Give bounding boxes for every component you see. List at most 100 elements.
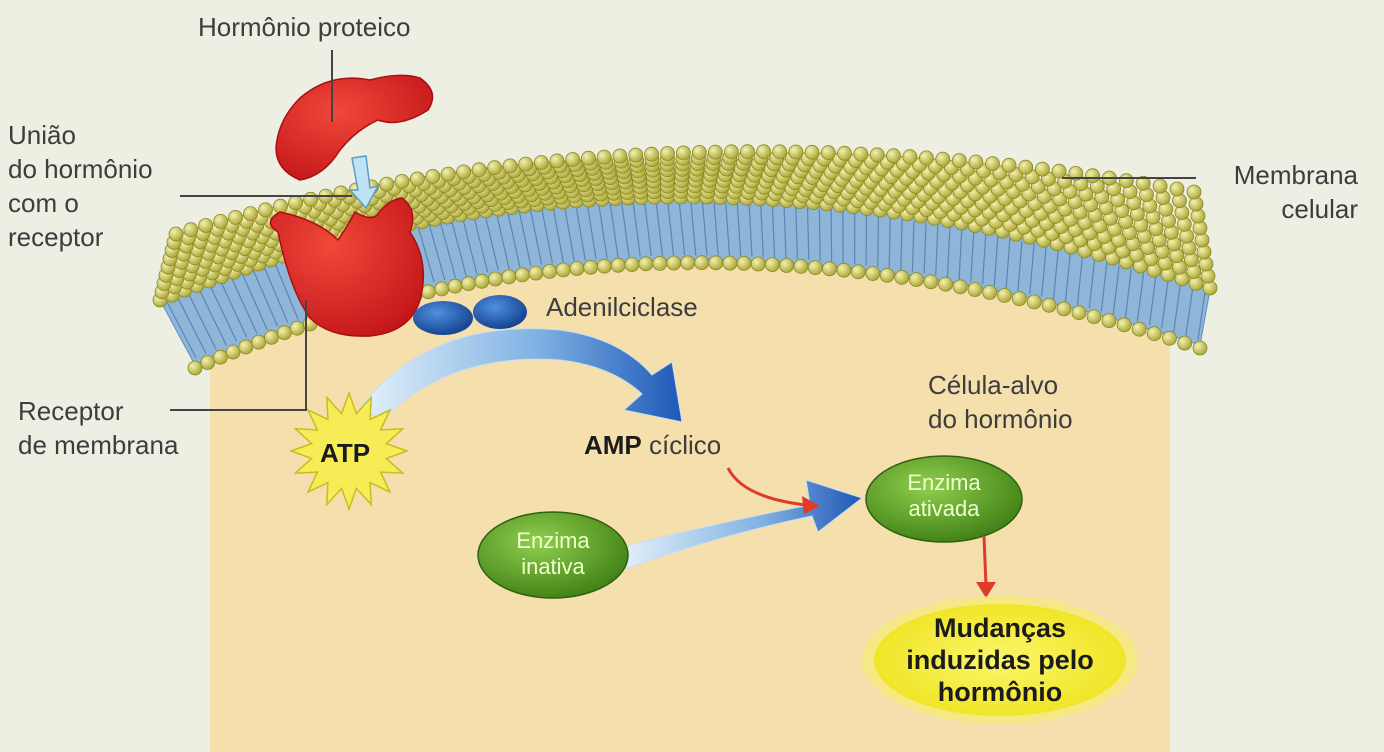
lipid-tail <box>923 222 927 274</box>
lipid-head <box>1035 161 1050 177</box>
adenylcyclase-subunit <box>413 301 473 335</box>
lipid-head <box>583 259 599 275</box>
lipid-head <box>1135 175 1151 191</box>
lipid-head <box>836 262 852 278</box>
adenylcyclase-subunit <box>473 295 527 329</box>
lipid-tail <box>644 202 652 257</box>
lipid-tail <box>946 226 951 278</box>
lipid-tail <box>564 206 575 262</box>
lipid-tail <box>529 209 543 265</box>
lipid-tail <box>713 202 719 256</box>
atp-to-camp-arrow <box>359 328 683 423</box>
lipid-tail <box>219 279 248 338</box>
lipid-head <box>1146 326 1162 342</box>
lipid-head <box>756 144 771 160</box>
lipid-tail <box>795 206 798 259</box>
lipid-tail <box>1197 291 1206 341</box>
lipid-head <box>456 164 472 180</box>
lipid-tail <box>186 291 217 350</box>
lipid-head <box>258 202 273 218</box>
lipid-tail <box>993 235 999 287</box>
lipid-head <box>694 255 710 271</box>
lipid-head <box>501 269 517 285</box>
lipid-tail <box>1076 255 1084 306</box>
lipid-head <box>722 255 738 271</box>
lipid-tail <box>417 226 435 283</box>
label-target-cell: Célula-alvo do hormônio <box>928 368 1073 436</box>
lipid-head <box>850 264 866 280</box>
lipid-head <box>225 344 241 360</box>
lipid-head <box>968 154 984 170</box>
lipid-head <box>967 282 983 297</box>
lipid-head <box>1056 301 1072 317</box>
lipid-tail <box>273 261 299 320</box>
lipid-tail <box>1136 272 1145 322</box>
effects-arrow <box>982 535 988 587</box>
lipid-head <box>935 151 951 167</box>
lipid-head <box>243 206 258 222</box>
lipid-head <box>533 155 549 170</box>
label-cyclic-amp: AMP cíclico <box>584 428 721 462</box>
label-adenylcyclase: Adenilciclase <box>546 292 698 322</box>
label-line: do hormônio <box>928 404 1073 434</box>
label-cell-membrane: Membrana celular <box>1160 158 1358 226</box>
lipid-head <box>200 355 216 370</box>
lipid-head <box>894 269 910 285</box>
lipid-head <box>982 284 998 300</box>
lipid-tail <box>701 202 708 256</box>
lipid-tail <box>818 208 821 261</box>
lipid-head <box>822 261 837 277</box>
lipid-tail <box>678 201 686 256</box>
lipid-tail <box>1088 258 1096 309</box>
lipid-head <box>740 144 755 160</box>
lipid-head <box>1186 184 1202 200</box>
lipid-head <box>919 150 934 166</box>
lipid-tail <box>609 203 619 258</box>
lipid-tail <box>911 220 915 272</box>
lipid-head <box>420 284 436 300</box>
lipid-head <box>610 257 626 273</box>
lipid-head <box>1152 178 1168 194</box>
lipid-tail <box>1017 241 1023 292</box>
lipid-head <box>908 272 924 287</box>
lipid-tail <box>575 205 586 261</box>
lipid-head <box>1085 168 1100 184</box>
label-atp: ATP <box>320 438 371 468</box>
lipid-tail <box>507 212 521 268</box>
lipid-tail <box>690 201 697 256</box>
lipid-tail <box>586 204 597 260</box>
label-line: de membrana <box>18 430 179 460</box>
lipid-head <box>886 148 901 164</box>
lipid-head <box>425 168 441 184</box>
lipid-head <box>772 144 788 160</box>
lipid-head <box>1177 335 1193 351</box>
lipid-head <box>187 360 203 376</box>
lipid-head <box>168 226 184 242</box>
lipid-head <box>708 144 723 160</box>
enzyme-activation-arrow <box>617 479 864 571</box>
lipid-tail <box>598 204 608 259</box>
label-line: Enzima <box>516 528 590 553</box>
camp-action-arrow <box>726 467 817 508</box>
lipid-head <box>837 145 852 161</box>
lipid-tail <box>473 216 489 273</box>
lipid-tail <box>165 299 197 359</box>
camp-action-arrowhead <box>802 496 820 514</box>
label-line: Enzima <box>907 470 981 495</box>
lipid-tail <box>888 217 891 269</box>
lipid-tail <box>935 224 939 276</box>
lipid-head <box>1051 163 1067 179</box>
lipid-head <box>985 156 1000 172</box>
lipid-tail <box>541 208 553 264</box>
lipid-head <box>724 144 739 160</box>
label-line: com o <box>8 188 79 218</box>
lipid-head <box>183 222 199 238</box>
lipid-tail <box>1173 283 1181 333</box>
lipid-head <box>869 147 885 163</box>
lipid-head <box>804 144 820 160</box>
lipid-head <box>447 278 463 294</box>
atp-star <box>288 390 410 512</box>
lipid-tail <box>176 295 207 354</box>
lipid-head <box>549 153 565 169</box>
